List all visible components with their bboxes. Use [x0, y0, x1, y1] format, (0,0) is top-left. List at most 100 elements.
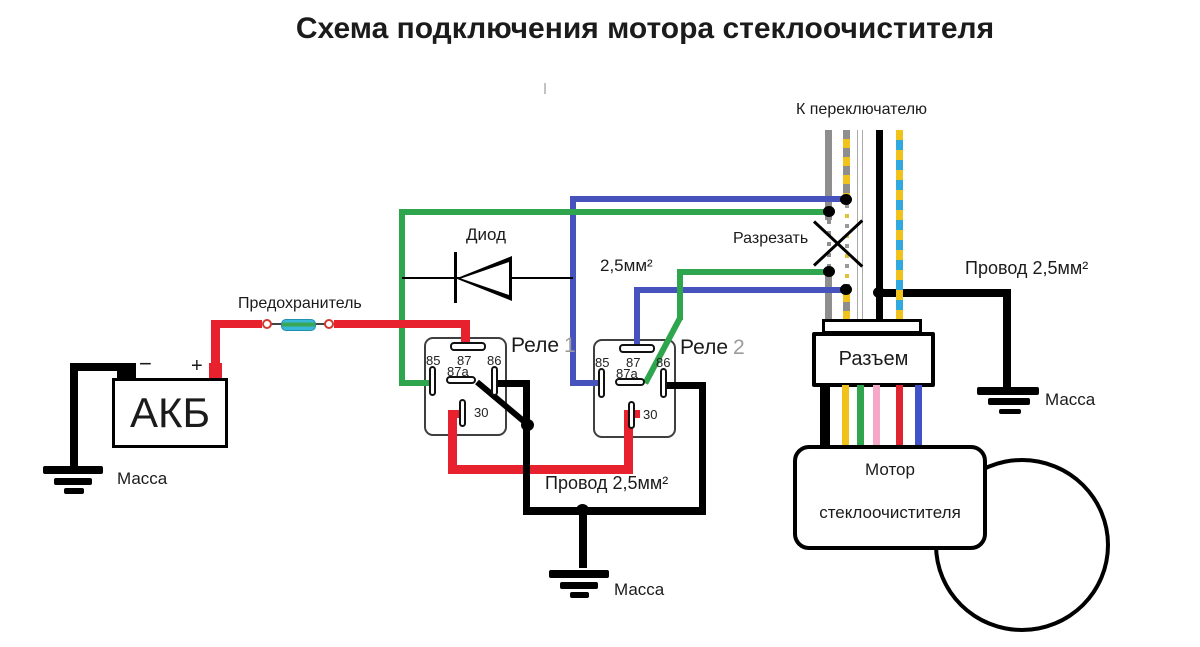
wire-yellow-motor [842, 385, 849, 447]
relay1-pin-30 [459, 399, 466, 427]
wire-green-relay2-87a [677, 269, 683, 320]
relay1-pin-85 [429, 366, 436, 396]
relay2-pin-30-label: 30 [643, 407, 658, 422]
relay2-pin-85-label: 85 [595, 355, 610, 370]
battery-plus-sign: + [191, 355, 203, 377]
wire-red-battery-plus [211, 320, 262, 328]
ground-icon-left [54, 478, 92, 485]
battery-minus-sign: − [139, 351, 152, 376]
relay2-pin-86 [660, 368, 667, 398]
fuse-terminal [262, 319, 272, 329]
ground-icon-left [43, 466, 103, 474]
fuse-label: Предохранитель [238, 295, 362, 312]
motor-label-line2: стеклоочистителя [819, 503, 961, 522]
relay1-pin-87a [446, 376, 476, 384]
wire-gray-yellow [843, 130, 850, 204]
ground-icon-bottom [560, 582, 598, 589]
fuse-terminal [324, 319, 334, 329]
wire-pink-motor [873, 385, 880, 447]
relay1-pin-87 [450, 342, 486, 351]
wire-gray-yellow [843, 284, 850, 321]
wire-gray-yellow-cut-section [845, 204, 849, 284]
relay2-pin-86-label: 86 [656, 355, 671, 370]
ground-icon-left [64, 488, 84, 494]
wire-red-30-link [448, 410, 457, 473]
motor-label-line1: Мотор [865, 460, 915, 479]
wire-blue-motor [915, 385, 922, 447]
wire-red-to-relay1-87 [461, 320, 470, 347]
relay1-pin-87-label: 87 [457, 353, 472, 368]
wire-red-30-link [624, 410, 633, 474]
junction-dot [840, 194, 852, 205]
relay1-pin-87a-label: 87a [447, 364, 469, 379]
wire-black-relay1-86 [523, 380, 530, 511]
wire-green-motor [857, 385, 864, 447]
wire-gray-cut-section [827, 220, 831, 268]
wire-black-motor [820, 385, 830, 447]
wire-blue-relay2-85 [570, 380, 602, 386]
junction-dot [873, 287, 885, 298]
fuse-lead [271, 323, 282, 325]
wire-green-relay1-85 [399, 209, 830, 215]
cut-label: Разрезать [733, 230, 809, 247]
wire-red-motor [896, 385, 903, 447]
wire-25-bottom-label: Провод 2,5мм² [545, 473, 669, 493]
wire-black-main [876, 130, 883, 321]
relay2-pin-85 [598, 368, 605, 398]
junction-dot [521, 419, 534, 431]
wire-black-to-right-ground [1003, 289, 1011, 387]
cross-section-label: 2,5мм² [600, 256, 653, 275]
page-title: Схема подключения мотора стеклоочистител… [295, 12, 995, 45]
ground-left-label: Масса [117, 469, 168, 488]
wire-25-right-label: Провод 2,5мм² [965, 258, 1089, 278]
wire-red-30-link [448, 465, 633, 474]
wire-red-30-link [448, 410, 466, 418]
battery-terminal-minus [117, 363, 136, 378]
wire-black-to-right-ground [876, 289, 1011, 297]
wire-green-relay1-85 [399, 209, 405, 386]
relay1-pin-85-label: 85 [426, 353, 441, 368]
junction-dot [823, 266, 835, 277]
relay1-pin-86 [491, 366, 498, 396]
relay2-pin-87a-label: 87a [616, 366, 638, 381]
motor-box [793, 445, 987, 550]
wire-gray [825, 130, 832, 220]
wire-red-battery-plus [211, 320, 220, 366]
wire-yellow-blue [896, 130, 903, 321]
ground-bottom-label: Масса [614, 580, 665, 599]
wire-red-to-relay1-87 [334, 320, 470, 328]
ground-icon-bottom [549, 570, 609, 578]
junction-dot [823, 206, 835, 217]
ground-icon-right [988, 398, 1030, 405]
wire-blue-relay2-87 [634, 287, 848, 293]
junction-dot [840, 284, 852, 295]
diode-label: Диод [466, 225, 507, 244]
wire-black-battery-minus [70, 363, 78, 466]
ground-icon-right [999, 409, 1021, 414]
wire-gray [825, 268, 832, 321]
relay2-pin-87a [615, 378, 645, 386]
relay2-pin-87-label: 87 [626, 355, 641, 370]
fuse-icon [281, 319, 316, 331]
battery-terminal-plus [209, 363, 222, 378]
ground-icon-bottom [570, 592, 589, 598]
wire-black-to-bottom-ground [579, 510, 587, 568]
battery-label: АКБ [129, 389, 211, 436]
wire-black-relay2-86 [666, 382, 706, 389]
wire-green-relay1-85 [399, 380, 433, 386]
wire-blue-relay2-85 [570, 196, 576, 386]
wire-black-ground-bus [523, 507, 706, 515]
to-switch-label: К переключателю [796, 101, 928, 118]
battery-box [112, 378, 228, 448]
relay1-pin-30-label: 30 [474, 405, 489, 420]
connector-label: Разъем [838, 348, 909, 370]
ground-right-label: Масса [1045, 390, 1096, 409]
fuse-lead [314, 323, 325, 325]
wire-black-battery-minus [70, 363, 118, 371]
relay2-pin-87 [619, 344, 655, 353]
wire-black-relay2-86 [699, 382, 706, 511]
relay2-pin-30 [628, 401, 635, 429]
